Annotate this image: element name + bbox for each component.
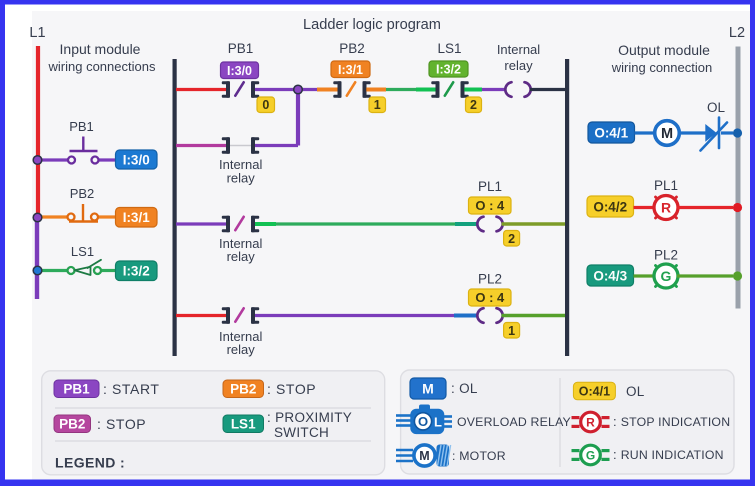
svg-text:PL1: PL1 xyxy=(478,179,502,194)
svg-text:: STOP: : STOP xyxy=(97,416,146,432)
svg-text:O:4/1: O:4/1 xyxy=(594,125,628,140)
svg-text:: STOP: : STOP xyxy=(267,381,316,397)
svg-text:M: M xyxy=(422,381,434,397)
svg-text:: START: : START xyxy=(103,381,160,397)
svg-text:PB2: PB2 xyxy=(339,41,365,56)
svg-text:2: 2 xyxy=(508,232,515,246)
svg-text:PB2: PB2 xyxy=(70,186,95,201)
svg-text:0: 0 xyxy=(262,98,269,112)
svg-text:PL2: PL2 xyxy=(654,248,678,263)
svg-text:G: G xyxy=(586,448,595,462)
svg-text:I:3/0: I:3/0 xyxy=(227,64,252,78)
svg-text:1: 1 xyxy=(508,324,515,338)
svg-text:Internal: Internal xyxy=(219,236,262,251)
svg-text:O : 4: O : 4 xyxy=(475,290,505,305)
svg-text:relay: relay xyxy=(227,249,256,264)
svg-text:L: L xyxy=(434,415,442,430)
svg-text:Internal: Internal xyxy=(219,329,262,344)
svg-text:I:3/1: I:3/1 xyxy=(338,63,363,77)
svg-text:SWITCH: SWITCH xyxy=(274,425,329,440)
svg-text:I:3/2: I:3/2 xyxy=(436,63,461,77)
svg-text:Ladder logic program: Ladder logic program xyxy=(303,17,441,33)
svg-text:STOP INDICATION: STOP INDICATION xyxy=(621,415,731,429)
svg-text:M: M xyxy=(661,126,673,142)
svg-text:1: 1 xyxy=(374,98,381,112)
svg-text:G: G xyxy=(661,268,672,284)
svg-text:R: R xyxy=(661,200,671,216)
svg-text:: PROXIMITY: : PROXIMITY xyxy=(267,410,352,425)
svg-text:PB1: PB1 xyxy=(69,119,94,134)
svg-text:LS1: LS1 xyxy=(71,244,94,259)
svg-text:relay: relay xyxy=(227,171,256,186)
svg-text:LS1: LS1 xyxy=(231,417,256,432)
svg-text:: MOTOR: : MOTOR xyxy=(452,449,506,463)
svg-text:L1: L1 xyxy=(29,25,45,41)
svg-text:O : 4: O : 4 xyxy=(475,198,505,213)
svg-text:I:3/2: I:3/2 xyxy=(123,264,150,279)
svg-text:LEGEND :: LEGEND : xyxy=(55,455,125,471)
svg-text:I:3/1: I:3/1 xyxy=(123,210,151,225)
svg-text:Output module: Output module xyxy=(618,42,710,58)
svg-text::: : xyxy=(613,414,617,429)
svg-text:PB2: PB2 xyxy=(230,382,256,397)
svg-text:2: 2 xyxy=(470,98,477,112)
svg-text:O:4/1: O:4/1 xyxy=(579,385,610,399)
svg-text:wiring connections: wiring connections xyxy=(48,59,156,74)
svg-text:Internal: Internal xyxy=(219,157,262,172)
svg-text:OVERLOAD RELAY: OVERLOAD RELAY xyxy=(457,415,571,429)
svg-text:O: O xyxy=(418,414,428,429)
svg-text:relay: relay xyxy=(504,58,533,73)
svg-text:PL1: PL1 xyxy=(654,178,678,193)
svg-text:OL: OL xyxy=(626,384,645,399)
svg-text:PB1: PB1 xyxy=(63,382,90,397)
svg-text:L2: L2 xyxy=(729,25,745,41)
svg-text:RUN INDICATION: RUN INDICATION xyxy=(621,448,724,462)
svg-text:O:4/3: O:4/3 xyxy=(593,268,627,283)
svg-text:PB2: PB2 xyxy=(59,417,85,432)
svg-text:wiring connection: wiring connection xyxy=(611,60,712,75)
svg-text:Internal: Internal xyxy=(497,42,540,57)
svg-text:I:3/0: I:3/0 xyxy=(123,152,150,167)
svg-text:Input module: Input module xyxy=(60,41,141,57)
svg-text:M: M xyxy=(419,449,429,463)
svg-text:relay: relay xyxy=(227,342,256,357)
svg-text:O:4/2: O:4/2 xyxy=(593,199,627,214)
svg-text:OL: OL xyxy=(707,100,726,115)
svg-text:: OL: : OL xyxy=(451,381,478,396)
svg-text:PL2: PL2 xyxy=(478,272,502,287)
svg-text:R: R xyxy=(586,415,595,429)
svg-text:PB1: PB1 xyxy=(228,41,254,56)
svg-text::: : xyxy=(613,447,617,462)
svg-text:LS1: LS1 xyxy=(437,41,461,56)
